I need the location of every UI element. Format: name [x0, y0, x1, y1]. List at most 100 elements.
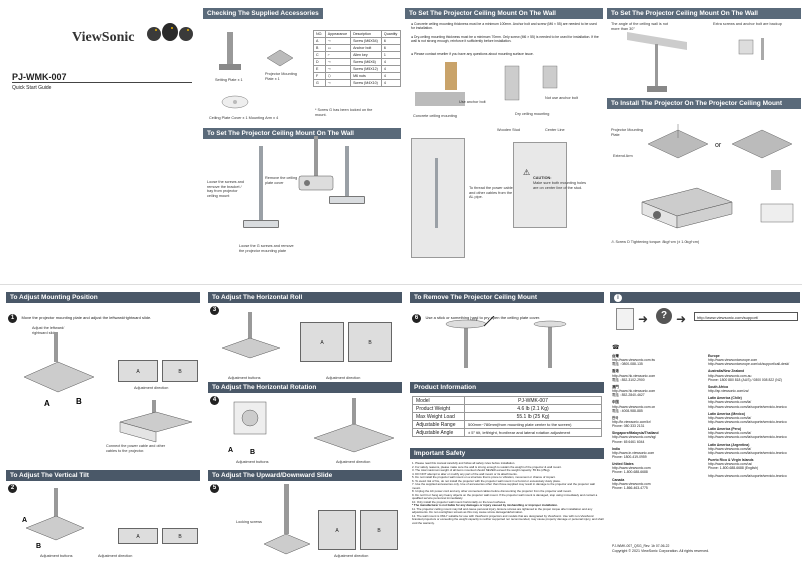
table-header-cell: Quantity: [380, 30, 402, 38]
contact-link[interactable]: http://www.viewsonic.com/la/soporte/serv…: [708, 435, 787, 440]
table-cell: 500mm~780mm(from mounting plate center t…: [464, 420, 602, 429]
contact-entry: Latin America (Argentina)http://www.view…: [708, 443, 802, 455]
page-divider: [0, 284, 802, 285]
remove-panel: To Remove The Projector Ceiling Mount 6 …: [410, 292, 605, 567]
contact-link[interactable]: http://www.viewsonic.com: [612, 466, 651, 471]
contact-link[interactable]: http://www.viewsonic.com.au: [708, 373, 752, 378]
contact-region: India: [612, 446, 620, 451]
contact-entry: http://www.viewsonic.com/la/soporte/serv…: [708, 474, 802, 478]
contact-link[interactable]: http://www.viewsonic.com/la/: [708, 400, 752, 405]
contact-link[interactable]: http://www.hk.viewsonic.com: [612, 373, 656, 378]
contact-link[interactable]: http://www.hk.viewsonic.com: [612, 389, 656, 394]
mount-pole-image: [259, 146, 263, 222]
contact-link[interactable]: http://www.viewsonic.com/la/: [708, 431, 752, 436]
updown-diagram: [262, 484, 312, 564]
backup-note: Extra screws and anchor bolt are backup: [713, 22, 782, 26]
arrow-icon: ➜: [638, 312, 649, 326]
contact-phone: 電話 : 852-3102-2900: [612, 377, 645, 382]
safety-item: 11. The projector ceiling mount may fall…: [412, 506, 593, 514]
svg-text:B: B: [76, 397, 82, 406]
safety-item: 12. The wall mount is ONLY suitable for …: [412, 513, 604, 525]
adjust-position-title: To Adjust Mounting Position: [6, 292, 200, 303]
install-panel: To Install The Projector On The Projecto…: [607, 98, 802, 258]
step2-text: Remove the ceiling plate cover: [265, 176, 298, 185]
contact-link[interactable]: http://www.viewsonic.com.tw: [612, 358, 655, 363]
projector-under-mount-image: [295, 136, 337, 196]
contact-link[interactable]: http://www.viewsonic.com/la/: [708, 415, 752, 420]
slide-label: Adjust the leftward/ rightward slide: [32, 326, 65, 335]
locking-label: Locking screws: [236, 520, 262, 524]
contact-link[interactable]: http://www.viewsonic.com: [612, 481, 651, 486]
label-use-anchor: Use anchor bolt: [459, 100, 486, 104]
contact-region: Singapore/Malaysia/Thailand: [612, 431, 659, 436]
angle-diagram: [627, 32, 787, 94]
safety-item: 3. The total maximum weight of all items…: [412, 468, 551, 472]
contact-link[interactable]: http://www.viewsonic.com/la/soporte/serv…: [708, 450, 787, 455]
label-concrete: Concrete ceiling mounting: [413, 114, 457, 118]
install-title: To Install The Projector On The Projecto…: [607, 98, 801, 109]
question-icon: ?: [656, 308, 672, 324]
contact-link[interactable]: http://www.viewsonic.com.cn: [612, 404, 656, 409]
label-extend-arm: Extend Arm: [613, 154, 633, 158]
svg-text:B: B: [250, 449, 255, 456]
table-cell: 6: [380, 37, 402, 45]
contact-link[interactable]: http://www.viewsonic.com/la/soporte/serv…: [708, 404, 787, 409]
step-row: 1 Move the projector mounting plate and …: [8, 306, 151, 324]
adjust-updown-title: To Adjust The Upward/Downward Slide: [208, 470, 402, 481]
contact-region: Latin America (Mexico): [708, 411, 745, 416]
remove-step-text: Use a stick or something hard to pry ope…: [425, 315, 541, 320]
contact-link[interactable]: http://www.viewsonic.com/la/soporte/serv…: [708, 419, 787, 424]
table-cell: Screw (M4X10): [350, 79, 382, 87]
contact-region: Europe: [708, 354, 720, 358]
updown-box-a: A: [318, 510, 356, 550]
ceiling-cover-label: Ceiling Plate Cover x 1 Mounting Arm x 4: [209, 116, 279, 120]
contact-region: Latin America (Argentina): [708, 442, 750, 447]
table-cell: Anchor bolt: [350, 44, 382, 52]
contact-link[interactable]: http://www.viewsoniceurope.com/uk/suppor…: [708, 362, 790, 367]
table-row: E⊸Screw (M5X12)4: [313, 65, 402, 73]
table-header-cell: Description: [350, 30, 382, 38]
table-cell: ± 5° tilt, left/right, front/rear and la…: [464, 428, 602, 437]
table-cell: 6: [380, 44, 402, 52]
contact-link[interactable]: http://kr.viewsonic.com/kr/: [612, 419, 651, 424]
projector-image: [637, 182, 737, 232]
screw-icon: ⊸: [324, 65, 352, 73]
table-cell: PJ-WMK-007: [464, 396, 602, 405]
roll-box-a: A: [300, 322, 344, 362]
contact-region: Australia/New Zealand: [708, 369, 745, 374]
contact-link[interactable]: http://ap.viewsonic.com/za/: [708, 389, 749, 394]
bullet-text: Please contact reseller if you have any …: [414, 52, 534, 56]
table-header-cell: NO.: [313, 30, 326, 38]
accessories-panel: Checking The Supplied Accessories Settin…: [203, 8, 403, 130]
contact-link[interactable]: http://www.in.viewsonic.com: [612, 450, 655, 455]
contact-link[interactable]: http://www.viewsonic.com/sg/: [612, 435, 657, 440]
install-plate-diagram: [643, 124, 713, 164]
step-number-3: 3: [210, 306, 219, 315]
contact-link[interactable]: http://www.viewsonic.com/us/: [708, 462, 753, 467]
torque-text: ⚠ Screw D Tightening torque: 8kgf·cm (± …: [611, 240, 699, 245]
label-wooden-stud: Wooden Stud: [497, 128, 520, 132]
setting-plate-image: [217, 30, 243, 74]
accessories-table: NO. Appearance Description Quantity A⊸Sc…: [313, 30, 402, 87]
phone-icon: ☎: [612, 345, 620, 351]
contact-link[interactable]: http://www.viewsonic.com/la/soporte/serv…: [708, 473, 787, 478]
connect-text: Connect the power cable and other cables…: [106, 444, 166, 453]
screw-closeup: [757, 170, 797, 230]
table-cell: 1: [380, 51, 402, 59]
support-url[interactable]: http://www.viewsonic.com/support/: [694, 312, 798, 321]
contact-link[interactable]: http://www.viewsonic.com/la/: [708, 446, 752, 451]
contact-phone: 電話 : 4008-988-885: [612, 408, 643, 413]
table-cell: C: [313, 51, 326, 59]
table-cell: 4: [380, 72, 402, 80]
contact-link[interactable]: http://www.viewsoniceurope.com: [708, 358, 758, 363]
contact-header: i: [610, 292, 800, 303]
step-number-4: 4: [210, 396, 219, 405]
mount-plate-image-2: [329, 196, 365, 204]
